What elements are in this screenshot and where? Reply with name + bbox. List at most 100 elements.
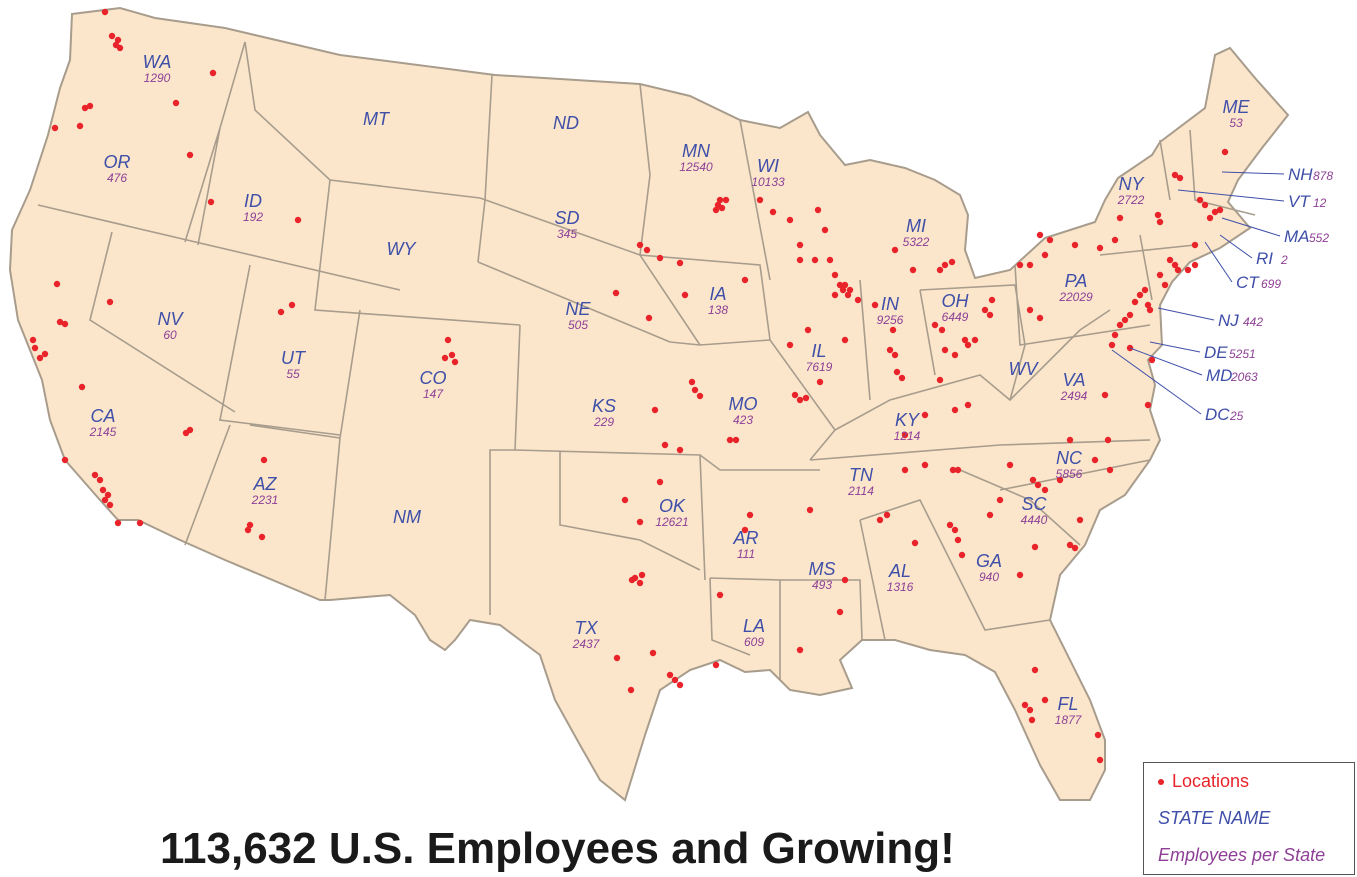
location-dot	[1006, 461, 1014, 469]
location-dot	[951, 406, 959, 414]
state-count-ia: 138	[708, 303, 728, 317]
legend-locations: Locations	[1158, 771, 1249, 792]
state-name-al: AL	[888, 561, 911, 581]
callout-line-nj	[1157, 307, 1215, 321]
state-name-ky: KY	[895, 410, 921, 430]
location-dot	[816, 378, 824, 386]
callout-line-dc	[1111, 349, 1202, 415]
state-count-ut: 55	[286, 367, 300, 381]
location-dot	[444, 336, 452, 344]
location-dot	[1126, 311, 1134, 319]
location-dot	[831, 271, 839, 279]
state-name-nc: NC	[1056, 448, 1083, 468]
location-dot	[741, 276, 749, 284]
location-dot	[99, 486, 107, 494]
location-dot	[811, 256, 819, 264]
callout-name-ri: RI	[1256, 249, 1273, 268]
state-name-pa: PA	[1065, 271, 1088, 291]
location-dot	[1016, 571, 1024, 579]
callout-name-dc: DC	[1205, 405, 1230, 424]
location-dot	[839, 286, 847, 294]
location-dot	[61, 320, 69, 328]
state-count-tn: 2114	[847, 484, 874, 498]
state-name-tn: TN	[849, 465, 874, 485]
location-dot	[821, 226, 829, 234]
state-count-ks: 229	[593, 415, 614, 429]
state-count-ny: 2722	[1117, 193, 1145, 207]
location-dot	[688, 378, 696, 386]
location-dot	[651, 406, 659, 414]
callout-count-ct: 699	[1261, 277, 1281, 291]
location-dot	[1221, 148, 1229, 156]
location-dot	[712, 661, 720, 669]
location-dot	[1104, 436, 1112, 444]
callout-count-nj: 442	[1243, 315, 1263, 329]
state-name-nv: NV	[157, 309, 184, 329]
location-dot	[844, 291, 852, 299]
location-dot	[101, 8, 109, 16]
state-name-in: IN	[881, 294, 900, 314]
location-dot	[643, 246, 651, 254]
state-count-nv: 60	[163, 328, 177, 342]
location-dot	[260, 456, 268, 464]
location-dot	[726, 436, 734, 444]
location-dot	[451, 358, 459, 366]
location-dot	[696, 392, 704, 400]
location-dot	[769, 208, 777, 216]
state-name-sd: SD	[554, 208, 579, 228]
location-dot	[1036, 231, 1044, 239]
location-dot	[871, 301, 879, 309]
callout-name-ma: MA	[1284, 227, 1310, 246]
location-dot	[1031, 543, 1039, 551]
state-name-mo: MO	[729, 394, 758, 414]
location-dot	[108, 32, 116, 40]
location-dot	[949, 466, 957, 474]
state-count-sc: 4440	[1021, 513, 1048, 527]
location-dot	[1034, 481, 1042, 489]
location-dot	[1156, 271, 1164, 279]
location-dot	[886, 346, 894, 354]
state-name-il: IL	[811, 341, 826, 361]
callout-name-ct: CT	[1236, 273, 1260, 292]
location-dot	[841, 336, 849, 344]
location-dot-icon	[1158, 779, 1164, 786]
state-name-ut: UT	[281, 348, 307, 368]
location-dot	[948, 258, 956, 266]
location-dot	[814, 206, 822, 214]
callout-line-ri	[1219, 234, 1253, 259]
location-dot	[996, 496, 1004, 504]
location-dot	[1144, 301, 1152, 309]
state-name-ca: CA	[90, 406, 115, 426]
state-name-ar: AR	[732, 528, 758, 548]
location-dot	[649, 649, 657, 657]
state-count-sd: 345	[557, 227, 577, 241]
location-dot	[954, 466, 962, 474]
location-dot	[1116, 321, 1124, 329]
state-name-mt: MT	[363, 109, 391, 129]
location-dot	[621, 496, 629, 504]
callout-line-ct	[1204, 241, 1233, 283]
state-name-ny: NY	[1118, 174, 1145, 194]
location-dot	[898, 374, 906, 382]
state-name-az: AZ	[252, 474, 277, 494]
state-name-tx: TX	[574, 618, 598, 638]
location-dot	[1131, 298, 1139, 306]
location-dot	[831, 291, 839, 299]
location-dot	[893, 368, 901, 376]
callout-count-nh: 878	[1313, 169, 1333, 183]
state-count-ms: 493	[812, 578, 832, 592]
location-dot	[1191, 241, 1199, 249]
location-dot	[1036, 314, 1044, 322]
callout-name-nh: NH	[1288, 165, 1313, 184]
location-dot	[1166, 256, 1174, 264]
state-name-co: CO	[420, 368, 447, 388]
location-dot	[1016, 261, 1024, 269]
location-dot	[712, 206, 720, 214]
location-dot	[1041, 251, 1049, 259]
state-count-tx: 2437	[572, 637, 601, 651]
location-dot	[645, 314, 653, 322]
location-dot	[691, 386, 699, 394]
location-dot	[1026, 706, 1034, 714]
location-dot	[612, 289, 620, 297]
location-dot	[846, 286, 854, 294]
